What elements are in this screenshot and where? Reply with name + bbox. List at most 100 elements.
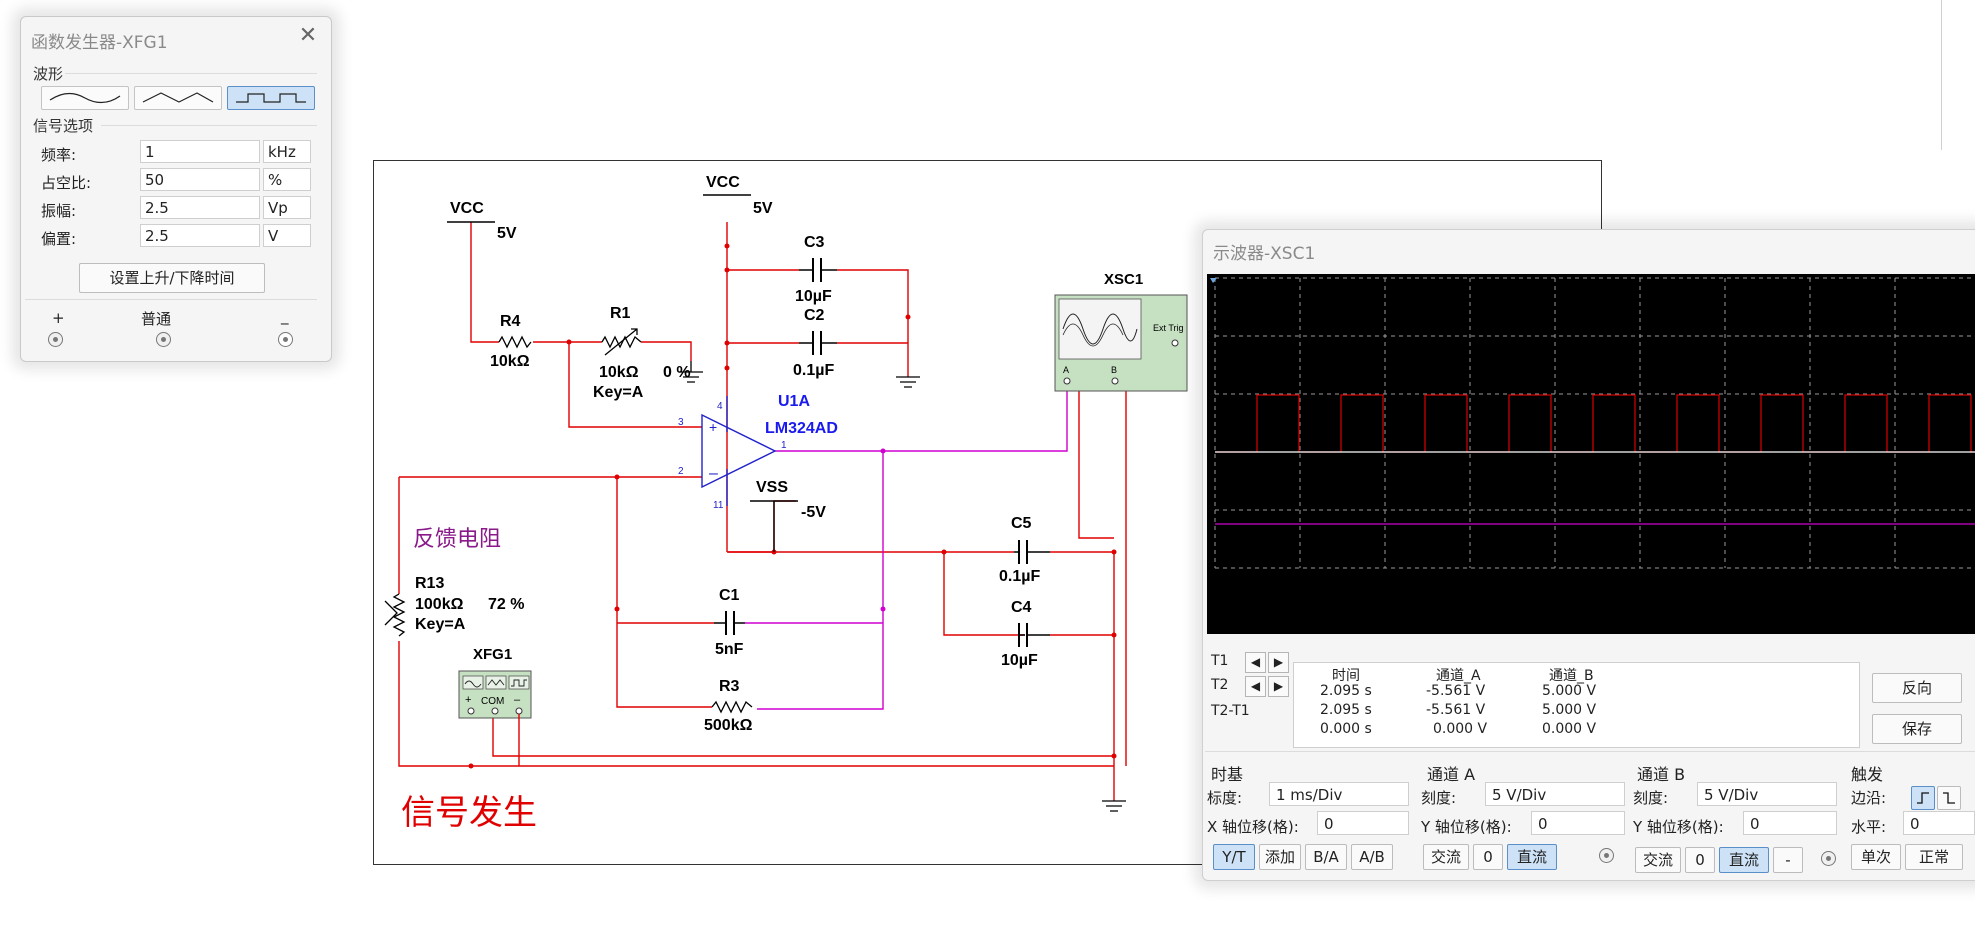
amplitude-input[interactable]: 2.5 (140, 196, 260, 219)
frequency-unit-select[interactable]: kHz (263, 140, 311, 163)
r4-name: R4 (500, 313, 521, 330)
x-position-input[interactable]: 0 (1317, 811, 1409, 835)
channel-a-scale-input[interactable]: 5 V/Div (1485, 782, 1625, 806)
c3-capacitor[interactable] (812, 258, 822, 282)
r13-adjust-arrow (384, 600, 398, 626)
t2-left-arrow-button[interactable]: ◀ (1245, 676, 1266, 697)
channel-b-ac-button[interactable]: 交流 (1635, 847, 1681, 873)
channel-a-pin-label: A (1063, 365, 1069, 375)
t1-b-value: 5.000 V (1542, 683, 1597, 699)
single-trigger-button[interactable]: 单次 (1851, 844, 1901, 870)
ba-mode-button[interactable]: B/A (1305, 844, 1347, 870)
plus-terminal[interactable] (48, 332, 63, 347)
t1-a-value: -5.561 V (1426, 683, 1486, 699)
t1-right-arrow-button[interactable]: ▶ (1268, 652, 1289, 673)
magenta-junctions (880, 448, 886, 612)
opamp-triangle[interactable] (701, 413, 777, 489)
triangle-wave-button[interactable] (134, 86, 222, 110)
channel-b-dc-button[interactable]: 直流 (1719, 847, 1769, 873)
r4-value: 10kΩ (490, 353, 530, 370)
t2-right-arrow-button[interactable]: ▶ (1268, 676, 1289, 697)
xsc1-instrument[interactable]: Ext Trig A B (1054, 294, 1188, 392)
save-button[interactable]: 保存 (1872, 714, 1962, 744)
cursor-readout-table: 时间 通道_A 通道_B 2.095 s -5.561 V 5.000 V 2.… (1293, 662, 1860, 748)
channel-a-zero-button[interactable]: 0 (1473, 844, 1503, 870)
channel-b-scale-input[interactable]: 5 V/Div (1697, 782, 1837, 806)
opamp-plus-sign: + (709, 419, 717, 435)
signal-options-label: 信号选项 (33, 117, 94, 135)
xfg1-instrument[interactable]: + COM – (458, 670, 532, 719)
channel-b-radio[interactable] (1821, 851, 1836, 866)
common-terminal-label: 普通 (141, 310, 172, 328)
r3-value: 500kΩ (704, 717, 753, 734)
t2-a-value: -5.561 V (1426, 702, 1486, 718)
channel-b-ypos-input[interactable]: 0 (1743, 811, 1837, 835)
minus-terminal-label: _ (281, 307, 289, 325)
u1-part: LM324AD (765, 420, 838, 437)
cursor-t1-marker[interactable] (1210, 278, 1217, 283)
channel-a-dc-button[interactable]: 直流 (1507, 844, 1557, 870)
magenta-wires (745, 387, 1068, 710)
trigger-edge-label: 边沿: (1851, 789, 1887, 807)
t2-label: T2 (1211, 677, 1229, 693)
rise-fall-time-button[interactable]: 设置上升/下降时间 (79, 263, 265, 293)
pin11-label: 11 (713, 500, 724, 511)
frequency-input[interactable]: 1 (140, 140, 260, 163)
common-terminal[interactable] (156, 332, 171, 347)
t2-t1-label: T2-T1 (1211, 703, 1250, 719)
channel-b-ypos-label: Y 轴位移(格): (1633, 818, 1724, 836)
offset-input[interactable]: 2.5 (140, 224, 260, 247)
r3-resistor[interactable] (711, 700, 753, 714)
minus-terminal[interactable] (278, 332, 293, 347)
yt-mode-button[interactable]: Y/T (1213, 844, 1255, 870)
feedback-resistor-label: 反馈电阻 (413, 527, 501, 552)
pin2-label: 2 (678, 466, 684, 477)
falling-edge-icon[interactable] (1937, 786, 1961, 810)
r13-potentiometer[interactable] (392, 593, 406, 637)
c2-capacitor[interactable] (812, 331, 822, 355)
t2-time-value: 2.095 s (1320, 702, 1372, 718)
amplitude-label: 振幅: (41, 202, 77, 220)
c3-name: C3 (804, 234, 825, 251)
c1-capacitor[interactable] (725, 611, 735, 635)
square-wave-button[interactable] (227, 86, 315, 110)
frequency-label: 频率: (41, 146, 77, 164)
c5-capacitor[interactable] (1018, 540, 1028, 564)
add-mode-button[interactable]: 添加 (1259, 844, 1301, 870)
trigger-level-input[interactable]: 0 (1903, 811, 1975, 835)
waveform-group-label: 波形 (33, 65, 64, 83)
r4-resistor[interactable] (498, 335, 532, 349)
section-divider (1205, 751, 1975, 752)
channel-b-zero-button[interactable]: 0 (1685, 847, 1715, 873)
close-icon[interactable]: ✕ (298, 23, 318, 48)
offset-unit-select[interactable]: V (263, 224, 311, 247)
r13-value: 100kΩ (415, 596, 464, 613)
reverse-button[interactable]: 反向 (1872, 673, 1962, 703)
vcc-top-label: VCC (706, 174, 740, 191)
timebase-scale-input[interactable]: 1 ms/Div (1269, 782, 1409, 806)
duty-cycle-input[interactable]: 50 (140, 168, 260, 191)
c4-value: 10µF (1001, 652, 1038, 669)
channel-a-ypos-input[interactable]: 0 (1531, 811, 1625, 835)
sine-wave-button[interactable] (41, 86, 129, 110)
channel-a-radio[interactable] (1599, 848, 1614, 863)
ab-mode-button[interactable]: A/B (1351, 844, 1393, 870)
channel-a-ac-button[interactable]: 交流 (1423, 844, 1469, 870)
scope-display[interactable] (1207, 274, 1975, 634)
trigger-title: 触发 (1851, 765, 1884, 784)
normal-trigger-button[interactable]: 正常 (1905, 844, 1963, 870)
channel-b-minus-button[interactable]: - (1773, 847, 1803, 873)
rising-edge-icon[interactable] (1911, 786, 1935, 810)
r1-potentiometer[interactable] (601, 335, 642, 349)
scrollbar-track[interactable] (1941, 0, 1942, 150)
t2-b-value: 5.000 V (1542, 702, 1597, 718)
r13-key: Key=A (415, 616, 466, 633)
trigger-level-label: 水平: (1851, 818, 1887, 836)
r13-percent: 72 % (488, 596, 524, 613)
t1-left-arrow-button[interactable]: ◀ (1245, 652, 1266, 673)
ground-symbols (679, 361, 1126, 812)
channel-a-trace (1215, 394, 1975, 453)
t2-t1-b-value: 0.000 V (1542, 721, 1597, 737)
amplitude-unit-select[interactable]: Vp (263, 196, 311, 219)
xsc1-name: XSC1 (1104, 271, 1143, 288)
